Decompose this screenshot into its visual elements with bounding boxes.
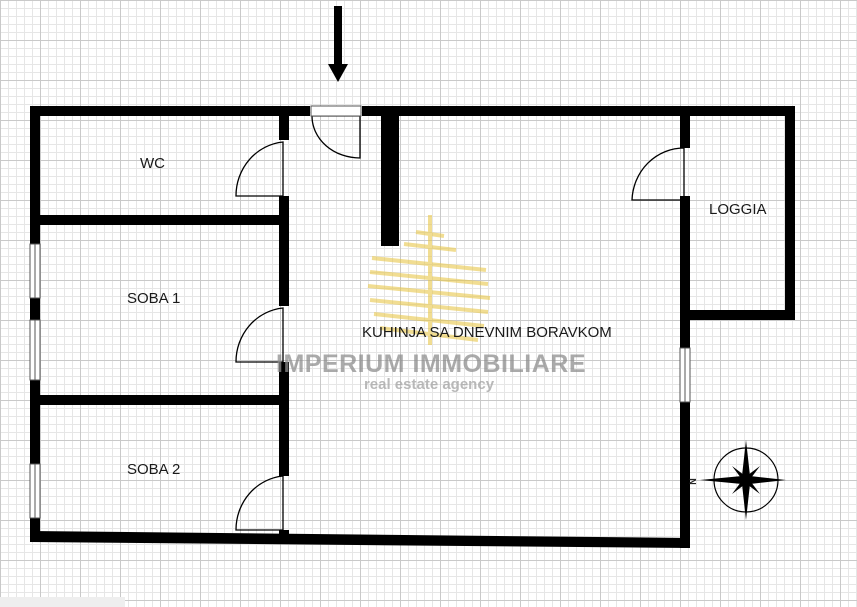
room-label-soba2: SOBA 2 bbox=[127, 461, 181, 478]
entry-arrow-icon bbox=[328, 6, 348, 82]
room-label-kitchen: KUHINJA SA DNEVNIM BORAVKOM bbox=[362, 324, 612, 341]
windows bbox=[29, 243, 691, 519]
door-entry bbox=[311, 115, 361, 159]
room-label-wc: WC bbox=[140, 155, 165, 172]
doors bbox=[235, 115, 685, 531]
compass-north-label: N bbox=[687, 478, 698, 485]
watermark-subtitle: real estate agency bbox=[363, 376, 495, 393]
door-soba2 bbox=[235, 475, 284, 531]
door-soba1 bbox=[235, 307, 284, 363]
room-label-loggia: LOGGIA bbox=[709, 201, 767, 218]
bottom-strip bbox=[0, 597, 125, 607]
door-loggia bbox=[631, 147, 685, 201]
door-wc bbox=[235, 141, 284, 197]
walls bbox=[30, 106, 795, 548]
room-label-soba1: SOBA 1 bbox=[127, 290, 181, 307]
watermark-title: IMPERIUM IMMOBILIARE bbox=[276, 350, 586, 378]
logo-watermark-icon bbox=[367, 215, 491, 345]
compass-icon bbox=[700, 440, 786, 520]
